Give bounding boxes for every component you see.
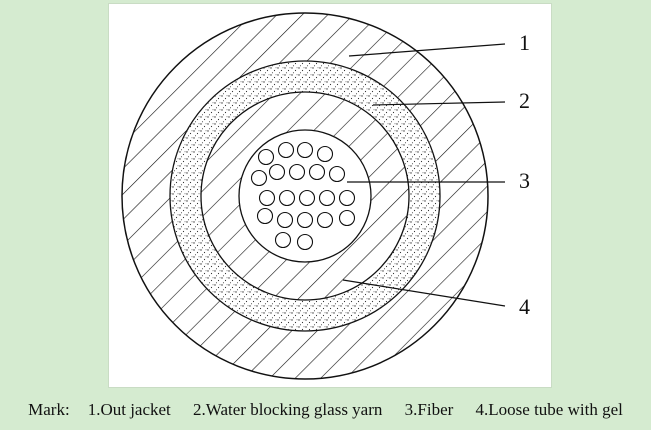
cable-cross-section: 1 2 3 4 <box>121 12 530 380</box>
optical-fiber <box>338 209 356 227</box>
optical-fiber <box>328 165 346 183</box>
optical-fiber <box>257 148 275 166</box>
optical-fiber <box>288 163 306 181</box>
optical-fiber <box>296 141 314 159</box>
caption-item-tube: 4.Loose tube with gel <box>475 400 623 419</box>
callout-2: 2 <box>519 88 530 113</box>
optical-fiber <box>308 163 326 181</box>
optical-fiber <box>338 189 356 207</box>
caption-item-jacket: 1.Out jacket <box>87 400 171 419</box>
caption-item-yarn: 2.Water blocking glass yarn <box>193 400 383 419</box>
optical-fiber <box>316 145 334 163</box>
callout-4: 4 <box>519 294 530 319</box>
optical-fiber <box>296 211 314 229</box>
caption-prefix: Mark: <box>28 400 70 419</box>
caption-item-fiber: 3.Fiber <box>404 400 454 419</box>
leader-line-4 <box>342 279 506 307</box>
optical-fiber <box>274 231 292 249</box>
optical-fiber <box>277 141 295 159</box>
optical-fiber <box>318 189 336 207</box>
callout-3: 3 <box>519 168 530 193</box>
optical-fiber <box>250 169 268 187</box>
fiber-group <box>250 141 356 251</box>
optical-fiber <box>298 189 316 207</box>
cable-cross-section-diagram: 1 2 3 4 <box>108 3 552 388</box>
optical-fiber <box>256 207 274 225</box>
legend-caption: Mark: 1.Out jacket 2.Water blocking glass… <box>0 400 651 420</box>
optical-fiber <box>278 189 296 207</box>
optical-fiber <box>316 211 334 229</box>
leader-line-2 <box>372 101 506 106</box>
optical-fiber <box>268 163 286 181</box>
leader-line-1 <box>348 43 506 57</box>
optical-fiber <box>296 233 314 251</box>
optical-fiber <box>258 189 276 207</box>
callout-1: 1 <box>519 30 530 55</box>
optical-fiber <box>276 211 294 229</box>
